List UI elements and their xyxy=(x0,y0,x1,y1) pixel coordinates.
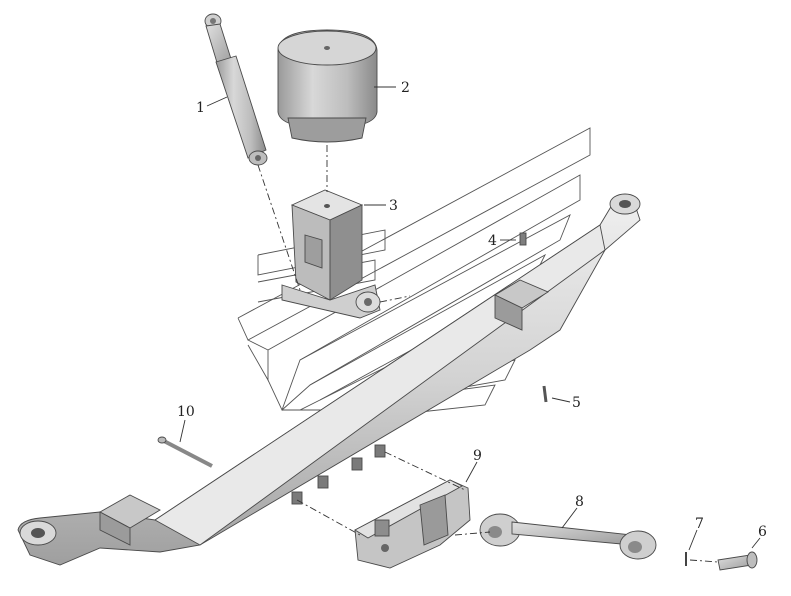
callout-7: 7 xyxy=(695,516,704,532)
bolt-6 xyxy=(717,551,758,571)
callout-3: 3 xyxy=(389,198,398,214)
long-bolt xyxy=(157,436,213,468)
callout-2: 2 xyxy=(401,80,410,96)
assembly-lines xyxy=(257,145,719,563)
bracket xyxy=(281,189,381,319)
callout-8: 8 xyxy=(575,494,584,510)
callout-labels: 1 2 3 4 5 6 7 8 9 10 xyxy=(177,80,767,540)
shock-absorber xyxy=(204,13,268,166)
axle-beam xyxy=(17,193,641,566)
callout-9: 9 xyxy=(473,448,482,464)
callout-5: 5 xyxy=(572,395,581,411)
small-bolt xyxy=(542,385,548,403)
callout-1: 1 xyxy=(196,100,205,116)
callout-10: 10 xyxy=(177,404,195,420)
air-spring xyxy=(277,29,378,143)
callout-6: 6 xyxy=(758,524,767,540)
pin xyxy=(519,232,527,246)
torque-rod xyxy=(479,513,657,560)
mounting-bracket xyxy=(354,479,471,569)
leader-lines xyxy=(179,86,761,551)
callout-4: 4 xyxy=(488,233,497,249)
